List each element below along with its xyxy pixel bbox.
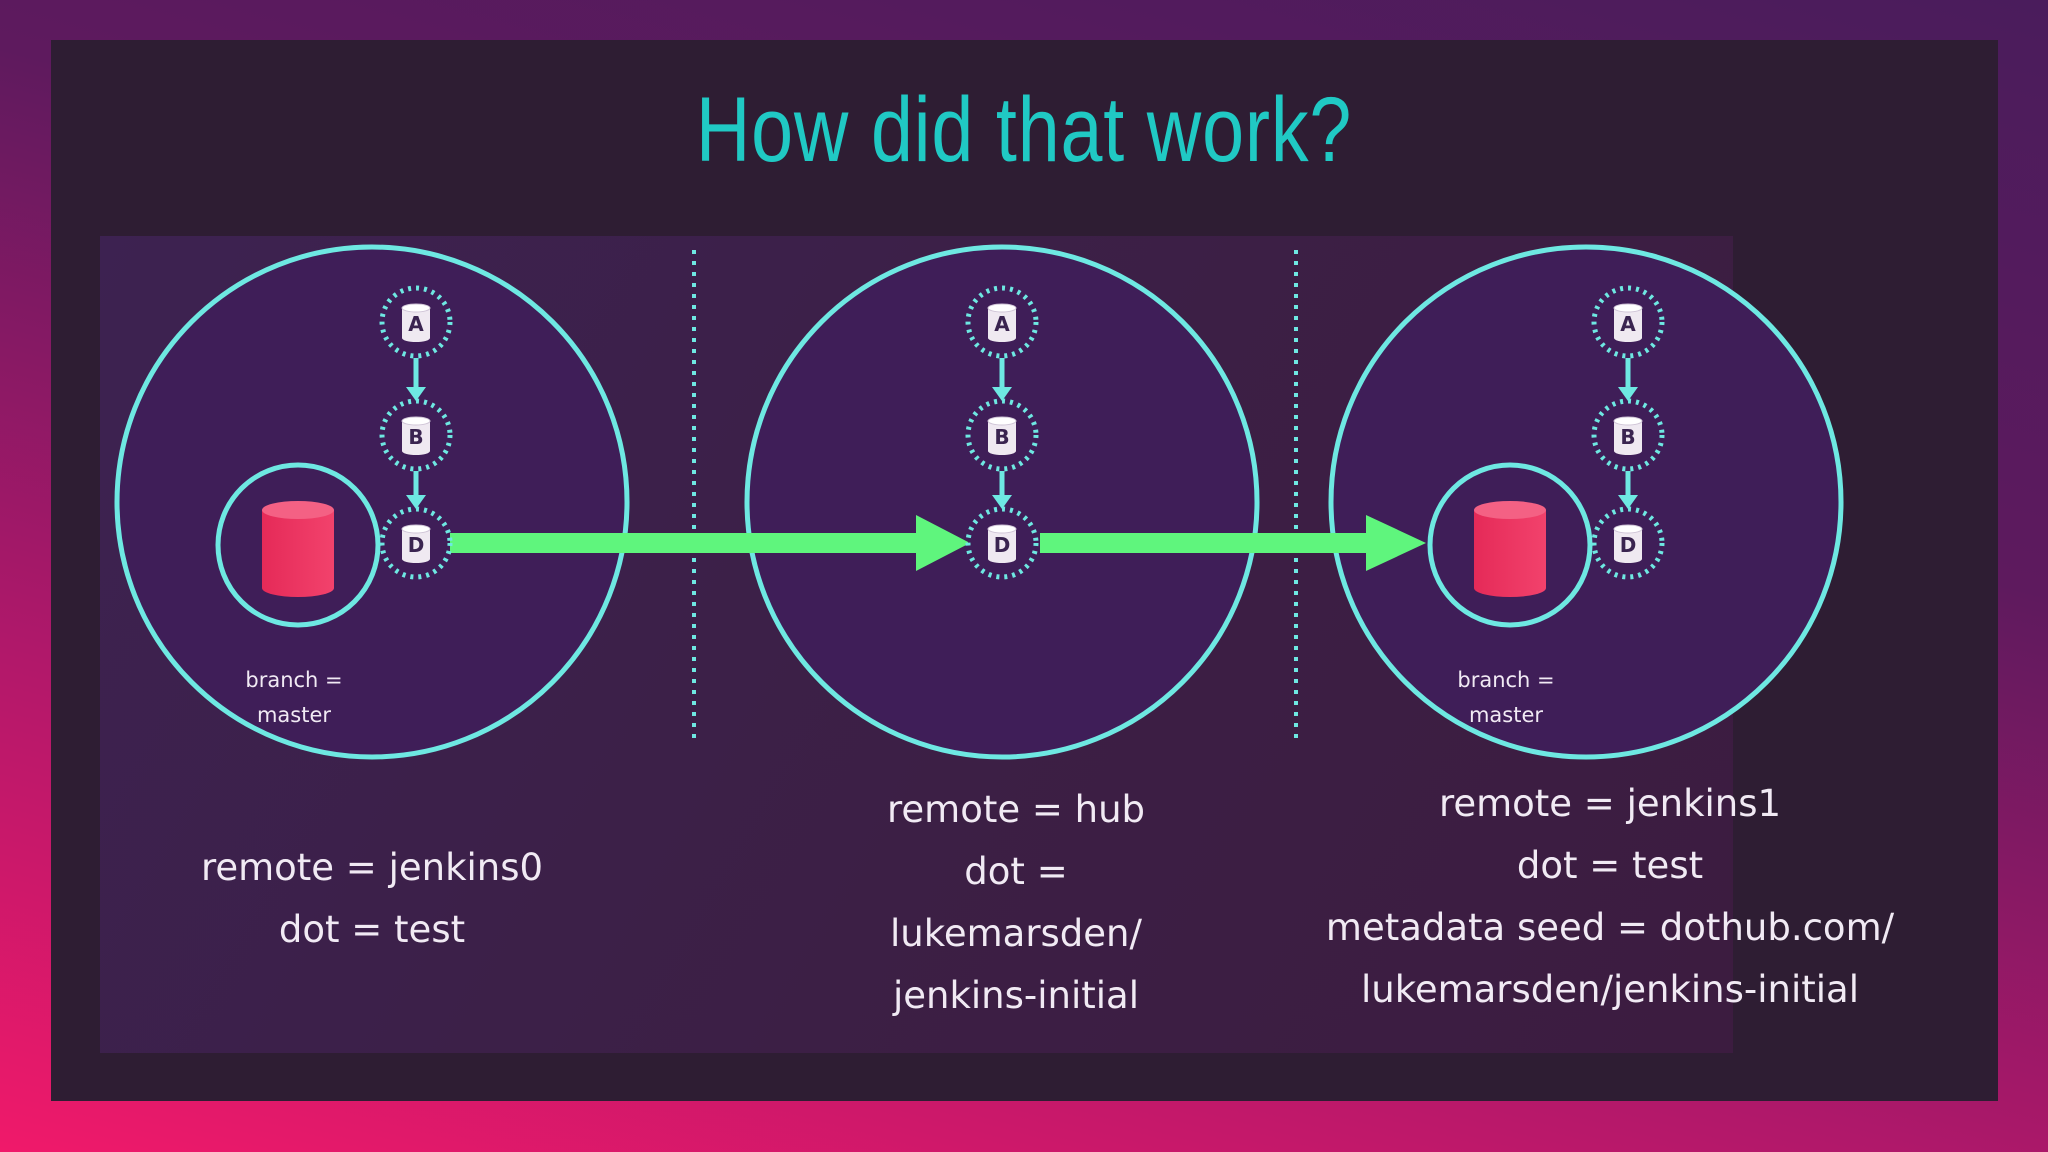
commit-arrow [992, 471, 1012, 509]
machine-circle-jenkins0 [114, 244, 630, 760]
commit-label: B [994, 425, 1009, 449]
caption-line: dot = test [278, 908, 466, 951]
commit-label: B [408, 425, 423, 449]
commit-node: A [965, 285, 1039, 359]
caption-line: dot = [964, 850, 1068, 893]
caption-line: jenkins-initial [892, 974, 1140, 1017]
branch-label-line2: master [256, 703, 332, 727]
caption-jenkins0: remote = jenkins0 dot = test [172, 837, 572, 961]
commit-arrow [406, 358, 426, 401]
commit-label: D [1620, 533, 1637, 557]
caption-line: remote = hub [886, 788, 1146, 831]
commit-node: B [379, 398, 453, 472]
commit-chain: A B D [965, 285, 1039, 580]
commit-label: D [994, 533, 1011, 557]
caption-jenkins1: remote = jenkins1 dot = test metadata se… [1300, 773, 1920, 1021]
branch-label-jenkins0: branch = master [194, 663, 394, 733]
commit-node: A [1591, 285, 1665, 359]
caption-line: lukemarsden/jenkins-initial [1360, 968, 1859, 1011]
pull-arrow [1040, 515, 1426, 571]
commit-node: D [1591, 506, 1665, 580]
database-jenkins0 [215, 462, 381, 628]
slide-title: How did that work? [695, 79, 1353, 181]
commit-arrow [406, 471, 426, 509]
push-arrow [450, 515, 970, 571]
commit-label: D [408, 533, 425, 557]
commit-node: A [379, 285, 453, 359]
commit-chain: A B D [379, 285, 453, 580]
commit-node: B [965, 398, 1039, 472]
commit-arrow [1618, 471, 1638, 509]
commit-label: A [994, 312, 1010, 336]
commit-arrow [992, 358, 1012, 401]
branch-label-jenkins1: branch = master [1406, 663, 1606, 733]
commit-node: D [965, 506, 1039, 580]
machine-circle-jenkins1 [1328, 244, 1844, 760]
commit-chain: A B D [1591, 285, 1665, 580]
caption-line: remote = jenkins0 [200, 846, 544, 889]
branch-label-line1: branch = [1457, 668, 1555, 692]
caption-line: dot = test [1516, 844, 1704, 887]
commit-label: A [1620, 312, 1636, 336]
branch-label-line1: branch = [245, 668, 343, 692]
commit-label: B [1620, 425, 1635, 449]
caption-hub: remote = hub dot = lukemarsden/ jenkins-… [816, 779, 1216, 1027]
caption-line: lukemarsden/ [890, 912, 1142, 955]
caption-line: metadata seed = dothub.com/ [1325, 906, 1895, 949]
caption-line: remote = jenkins1 [1438, 782, 1782, 825]
commit-arrow [1618, 358, 1638, 401]
commit-node: D [379, 506, 453, 580]
branch-label-line2: master [1468, 703, 1544, 727]
commit-label: A [408, 312, 424, 336]
database-jenkins1 [1427, 462, 1593, 628]
commit-node: B [1591, 398, 1665, 472]
